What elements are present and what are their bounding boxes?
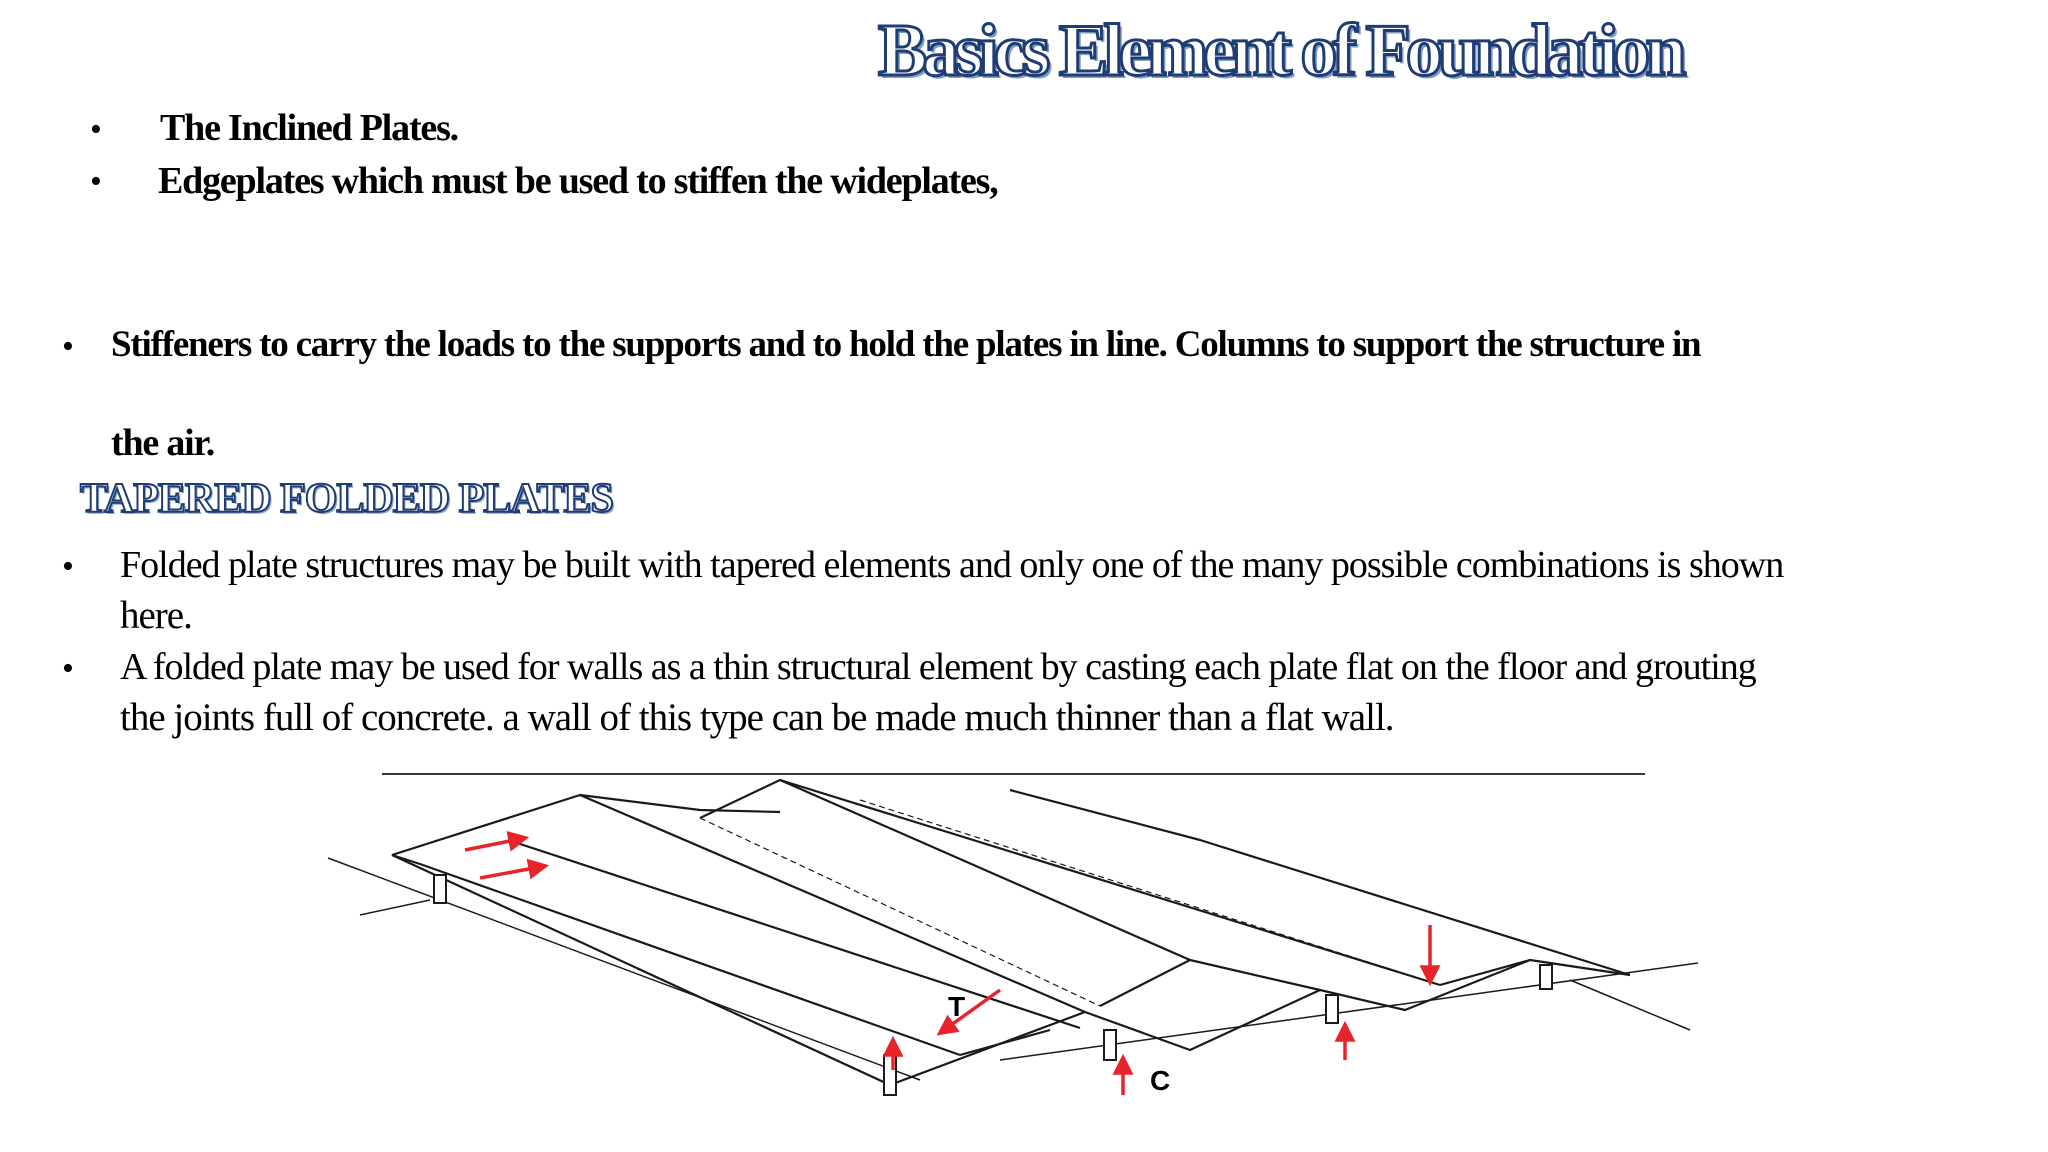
bullet-stiffeners-line2: the air.	[111, 422, 215, 464]
bullet-tapered-line2: here.	[120, 594, 193, 637]
bullet-glyph: •	[62, 548, 74, 585]
bullet-edgeplates: Edgeplates which must be used to stiffen…	[158, 160, 999, 202]
plate-outlines	[327, 773, 1699, 1087]
slide-title: Basics Element of Foundation	[877, 10, 1689, 92]
bullet-inclined-plates: The Inclined Plates.	[160, 107, 459, 149]
bullet-tapered-line1: Folded plate structures may be built wit…	[120, 544, 1784, 586]
bullet-glyph: •	[90, 111, 102, 148]
bullet-glyph: •	[62, 328, 74, 365]
support-columns	[433, 874, 1553, 1096]
bullet-walls-line2: the joints full of concrete. a wall of t…	[120, 696, 1395, 739]
bullet-walls-line1: A folded plate may be used for walls as …	[120, 646, 1757, 688]
compression-label: C	[1150, 1065, 1170, 1096]
tension-label: T	[948, 991, 965, 1022]
force-arrows	[464, 830, 1441, 1095]
folded-plate-diagram: T C	[327, 773, 1699, 1096]
bullet-stiffeners-line1: Stiffeners to carry the loads to the sup…	[111, 324, 1702, 365]
bullet-glyph: •	[90, 163, 102, 200]
bullet-glyph: •	[62, 650, 74, 687]
section-subheading: TAPERED FOLDED PLATES	[79, 476, 615, 522]
